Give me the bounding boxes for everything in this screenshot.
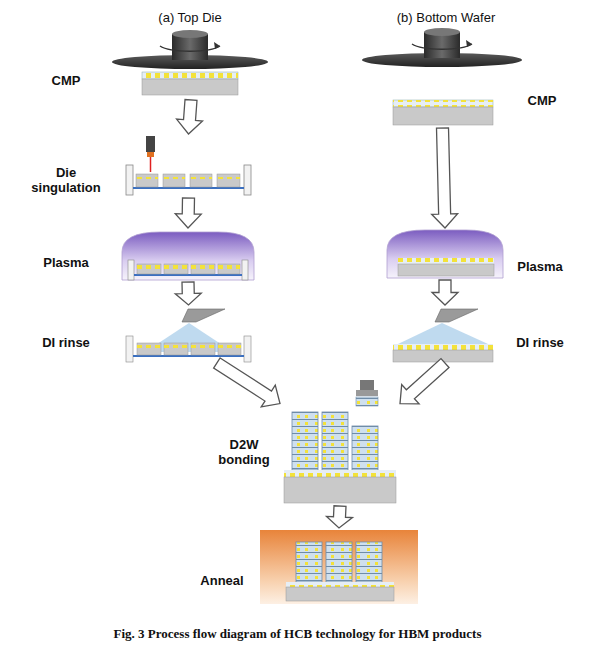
flow-arrow	[175, 282, 201, 305]
step-label: Die singulation	[26, 165, 106, 195]
process-step: DI rinse	[385, 305, 505, 363]
process-step: Anneal	[258, 528, 420, 606]
flow-arrow	[175, 198, 201, 228]
step-label: Plasma	[505, 259, 575, 274]
process-step: CMP	[135, 26, 247, 100]
flow-arrow	[432, 280, 458, 305]
step-label: Anneal	[192, 573, 252, 588]
step-label: DI rinse	[500, 335, 580, 350]
step-label: DI rinse	[26, 335, 106, 350]
flow-arrow	[327, 506, 353, 528]
process-step: CMP	[385, 26, 500, 128]
column-heading: (a) Top Die	[158, 10, 221, 25]
flow-arrow	[177, 100, 203, 134]
step-label: Plasma	[31, 255, 101, 270]
column-heading: (b) Bottom Wafer	[397, 10, 495, 25]
process-step: DI rinse	[124, 305, 253, 363]
step-label: CMP	[507, 93, 577, 108]
process-step: D2W bonding	[280, 378, 400, 506]
process-step: Plasma	[120, 228, 256, 282]
process-step: Plasma	[385, 228, 505, 280]
figure-caption: Fig. 3 Process flow diagram of HCB techn…	[20, 626, 575, 641]
step-label: CMP	[31, 73, 101, 88]
flow-arrow	[432, 128, 458, 228]
process-step: Die singulation	[124, 134, 253, 198]
flow-arrow	[400, 359, 449, 404]
flow-arrow	[214, 358, 280, 407]
step-label: D2W bonding	[209, 437, 279, 467]
